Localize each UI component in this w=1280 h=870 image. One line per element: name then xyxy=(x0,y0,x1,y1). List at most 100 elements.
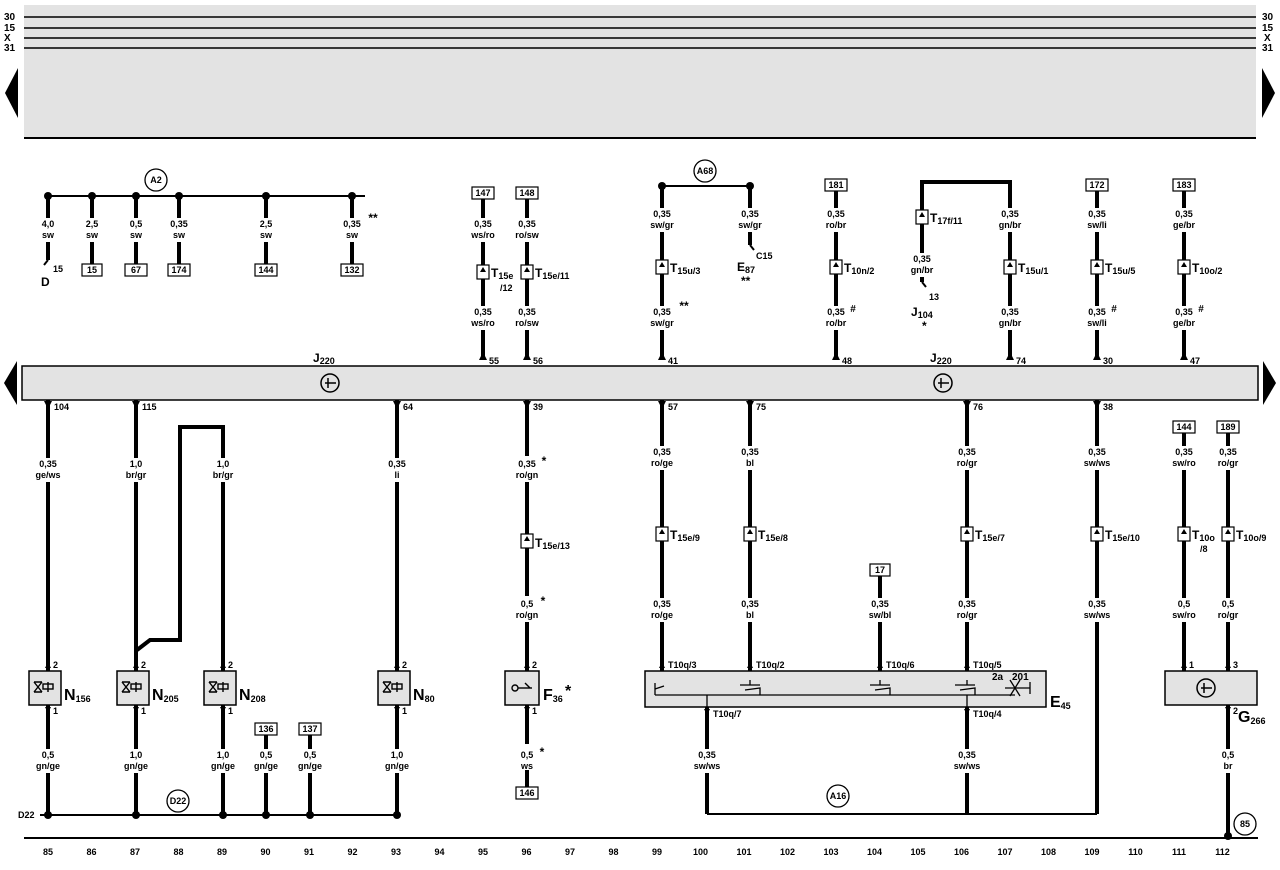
pin-number: T10q/5 xyxy=(973,660,1002,670)
valve-boxes xyxy=(28,670,540,706)
wire-gauge: 0,35 xyxy=(1175,209,1193,219)
wire-color: ro/gr xyxy=(957,610,978,620)
wire-gauge: 0,35 xyxy=(913,254,931,264)
ref-136: 136 xyxy=(258,724,273,734)
pin-number: 41 xyxy=(668,356,678,366)
wire-color: gn/ge xyxy=(385,761,409,771)
wire-gauge: 0,35 xyxy=(1219,447,1237,457)
component-label: N80 xyxy=(413,687,435,704)
component-label: N156 xyxy=(64,687,91,704)
pin-number: 3 xyxy=(1233,660,1238,670)
ref-132: 132 xyxy=(344,265,359,275)
track-number: 91 xyxy=(304,847,314,857)
ref-144: 144 xyxy=(258,265,273,275)
connector-label: T15e/9 xyxy=(670,528,700,543)
ecu-pin-numbers: 55 56 41 48 74 30 47 104 115 64 39 57 75… xyxy=(54,356,1200,412)
wire-color: sw/gr xyxy=(650,220,674,230)
wire-gauge: 0,35 xyxy=(518,459,536,469)
footnote-mark: * xyxy=(922,319,927,333)
connector-label-suffix: /8 xyxy=(1200,544,1208,554)
pin-number: 55 xyxy=(489,356,499,366)
footnote-mark: * xyxy=(541,594,546,608)
pin-number: 39 xyxy=(533,402,543,412)
continue-right-arrow[interactable] xyxy=(1263,361,1276,405)
footnote-mark: * xyxy=(542,454,547,468)
ground-point-label: D22 xyxy=(18,810,35,820)
wire-gauge: 0,35 xyxy=(741,599,759,609)
component-label: D xyxy=(41,275,50,289)
component-label: E87 xyxy=(737,260,755,275)
wire-gauge: 2,5 xyxy=(86,219,99,229)
wire-gauge: 1,0 xyxy=(130,459,143,469)
wire-color: ge/br xyxy=(1173,220,1196,230)
connector-label: T10o xyxy=(1192,528,1215,543)
wire-gauge: 0,35 xyxy=(1088,599,1106,609)
ref-67: 67 xyxy=(131,265,141,275)
pin-number: 57 xyxy=(668,402,678,412)
wire-color: ge/ws xyxy=(35,470,60,480)
continue-right-arrow[interactable] xyxy=(1262,68,1275,118)
wire-gauge: 4,0 xyxy=(42,219,55,229)
track-number: 105 xyxy=(910,847,925,857)
wire-color: sw xyxy=(86,230,99,240)
wire-color: gn/br xyxy=(999,318,1022,328)
footnote-mark: # xyxy=(850,304,856,315)
reference-boxes[interactable] xyxy=(81,178,1240,800)
connector-label: T15e/8 xyxy=(758,528,788,543)
wire-color: gn/ge xyxy=(211,761,235,771)
rail-label: 15 xyxy=(4,23,16,34)
ground-lines xyxy=(40,813,1097,816)
track-number: 93 xyxy=(391,847,401,857)
e45-switch-box xyxy=(644,670,1047,708)
wire-color: ro/ge xyxy=(651,458,673,468)
continue-left-arrow[interactable] xyxy=(5,68,18,118)
connector-label: T10o/9 xyxy=(1236,528,1266,543)
continue-left-arrow[interactable] xyxy=(4,361,17,405)
wire-color: gn/ge xyxy=(124,761,148,771)
wire-gauge: 0,5 xyxy=(42,750,55,760)
footnote-mark: * xyxy=(565,683,572,700)
pin-number: 2 xyxy=(532,660,537,670)
node-85: 85 xyxy=(1240,819,1250,829)
e45-switch-contacts xyxy=(654,679,1031,707)
wire-color: sw xyxy=(260,230,273,240)
ref-148: 148 xyxy=(519,188,534,198)
track-number: 89 xyxy=(217,847,227,857)
connector-label: T10n/2 xyxy=(844,261,874,276)
component-label: J104 xyxy=(911,305,933,320)
footnote-mark: # xyxy=(1111,304,1117,315)
pin-number: T10q/7 xyxy=(713,709,742,719)
pin-number: 1 xyxy=(1189,660,1194,670)
pin-number: 74 xyxy=(1016,356,1026,366)
fuse-carrier-strip xyxy=(24,5,1256,138)
junction-dots xyxy=(44,182,754,200)
wire-gauge: 0,35 xyxy=(958,750,976,760)
track-number: 95 xyxy=(478,847,488,857)
wire-color: sw/ws xyxy=(1084,610,1111,620)
track-number: 108 xyxy=(1041,847,1056,857)
reference-box-labels: 147 148 181 172 183 15 67 174 144 132 17… xyxy=(87,180,1236,798)
wire-color: sw/li xyxy=(1087,318,1107,328)
connector-label: T15e/11 xyxy=(535,266,569,281)
pin-label: C15 xyxy=(756,251,773,261)
wire-color: ro/gr xyxy=(957,458,978,468)
pin-number: T10q/3 xyxy=(668,660,697,670)
connector-symbol-arrows xyxy=(480,212,1231,541)
component-pin-numbers: 2 1 2 1 2 1 2 1 2 1 1 3 2 xyxy=(53,660,1238,716)
wire-color: sw/ro xyxy=(1172,610,1196,620)
pin-number: 2 xyxy=(53,660,58,670)
track-number: 98 xyxy=(608,847,618,857)
pin-number: T10q/2 xyxy=(756,660,785,670)
track-number: 111 xyxy=(1172,847,1186,857)
pin-number: 1 xyxy=(402,706,407,716)
node-d22: D22 xyxy=(170,796,187,806)
footnote-mark: # xyxy=(1198,304,1204,315)
node-a2: A2 xyxy=(150,175,162,185)
pin-number: 1 xyxy=(532,706,537,716)
track-number: 110 xyxy=(1128,847,1143,857)
track-number: 92 xyxy=(347,847,357,857)
pin-number: 104 xyxy=(54,402,69,412)
symbol-label: 201 xyxy=(1012,672,1029,683)
node-a16: A16 xyxy=(830,791,847,801)
wire-color: ws/ro xyxy=(470,230,495,240)
